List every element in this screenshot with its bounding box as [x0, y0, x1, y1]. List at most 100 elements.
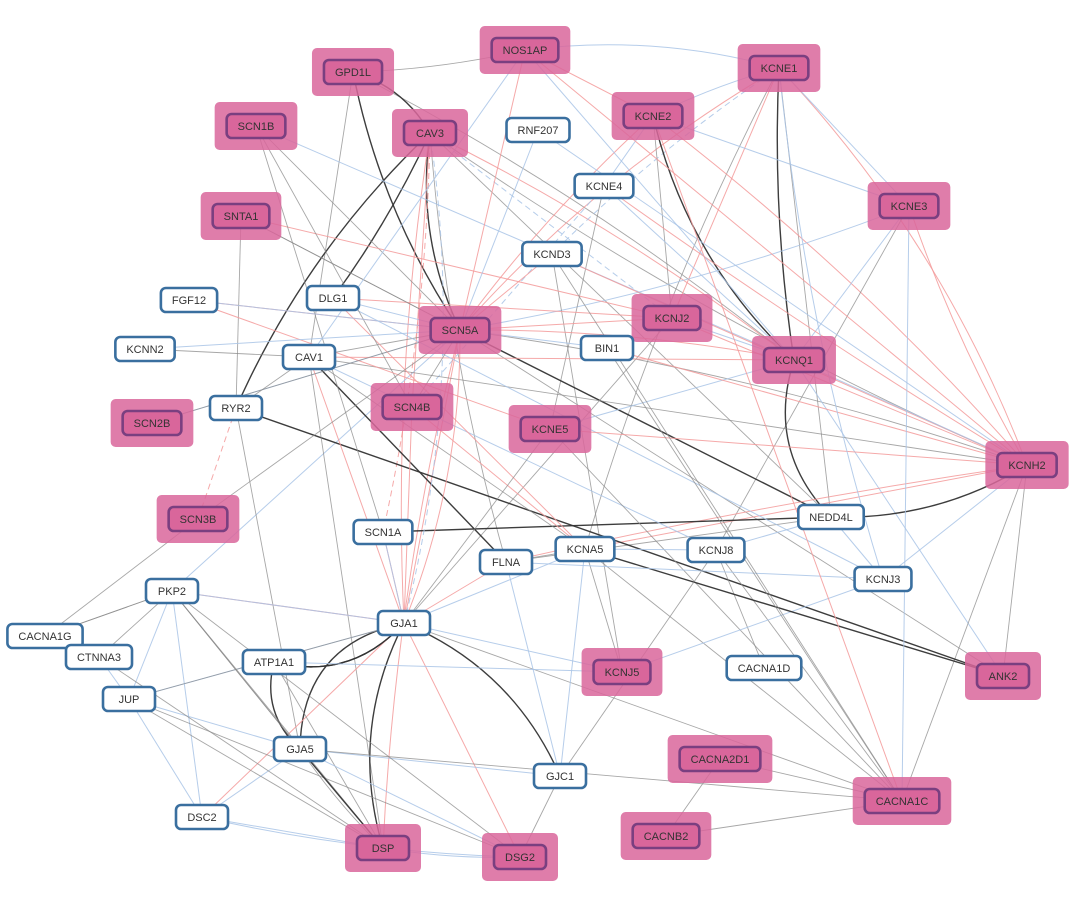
node-ctnna3[interactable]: CTNNA3	[64, 643, 134, 671]
node-kcnd3[interactable]: KCND3	[521, 240, 583, 268]
node-box	[6, 622, 84, 650]
node-box	[402, 119, 458, 147]
node-kcne5[interactable]: KCNE5	[508, 405, 592, 453]
node-kcne2[interactable]: KCNE2	[611, 92, 695, 140]
edge-cav3-ryr2	[234, 132, 431, 410]
edge-kcne2-cacna1c	[652, 115, 904, 802]
edge-pkp2-dsg2	[171, 590, 521, 858]
node-gja5[interactable]: GJA5	[272, 735, 328, 763]
node-atp1a1[interactable]: ATP1A1	[241, 648, 307, 676]
node-kcne3[interactable]: KCNE3	[867, 182, 951, 230]
node-rnf207[interactable]: RNF207	[505, 116, 571, 144]
node-scn2b[interactable]: SCN2B	[110, 399, 194, 447]
node-ryr2[interactable]: RYR2	[208, 394, 264, 422]
node-kcnq1[interactable]: KCNQ1	[752, 336, 836, 384]
node-label: KCNJ2	[655, 313, 690, 325]
edge-snta1-ryr2	[235, 215, 242, 409]
node-kcnn2[interactable]: KCNN2	[114, 335, 176, 363]
edge-rnf207-scn5a	[458, 129, 539, 331]
node-kcna5[interactable]: KCNA5	[554, 535, 616, 563]
node-nedd4l[interactable]: NEDD4L	[796, 503, 866, 531]
node-scn1a[interactable]: SCN1A	[352, 518, 414, 546]
node-nos1ap[interactable]: NOS1AP	[479, 26, 571, 74]
node-dsp[interactable]: DSP	[345, 824, 421, 872]
node-cav3[interactable]: CAV3	[392, 109, 468, 157]
node-jup[interactable]: JUP	[101, 685, 157, 713]
node-kcnh2[interactable]: KCNH2	[985, 441, 1069, 489]
edge-kcnj2-kcnh2	[671, 317, 1028, 467]
edge-dlg1-kcnj3	[332, 297, 884, 580]
edge-kcne1-kcnq1	[776, 67, 799, 362]
node-label: CACNB2	[644, 831, 689, 843]
edge-gja1-gjc1	[403, 622, 562, 778]
edge-kcne4-kcne5	[549, 185, 605, 430]
edge-gja1-cav3	[403, 132, 444, 624]
node-kcnj3[interactable]: KCNJ3	[853, 565, 913, 593]
edge-nos1ap-kcnh2	[524, 49, 1028, 466]
node-flna[interactable]: FLNA	[478, 548, 534, 576]
node-cacna2d1[interactable]: CACNA2D1	[667, 735, 773, 783]
edge-gja1-dsg2	[403, 622, 521, 858]
node-fgf12[interactable]: FGF12	[159, 286, 219, 314]
node-kcnj8[interactable]: KCNJ8	[686, 536, 746, 564]
node-label: PKP2	[158, 586, 186, 598]
edge-gpd1l-scn5a	[352, 71, 461, 332]
edge-gpd1l-kcnq1	[352, 71, 795, 361]
node-box	[622, 102, 684, 130]
edge-kcne4-scn4b	[411, 185, 605, 408]
node-box	[532, 762, 588, 790]
node-box	[996, 451, 1058, 479]
node-label: SCN1B	[238, 121, 275, 133]
node-bin1[interactable]: BIN1	[579, 334, 635, 362]
node-label: KCND3	[533, 249, 570, 261]
edge-kcne4-kcnh2	[603, 185, 1028, 466]
node-dsc2[interactable]: DSC2	[174, 803, 230, 831]
node-box	[492, 843, 548, 871]
node-snta1[interactable]: SNTA1	[200, 192, 282, 240]
node-dlg1[interactable]: DLG1	[305, 284, 361, 312]
node-scn3b[interactable]: SCN3B	[156, 495, 240, 543]
node-label: KCNE2	[635, 111, 672, 123]
node-box	[478, 548, 534, 576]
edge-bin1-kcnh2	[606, 347, 1028, 467]
node-gja1[interactable]: GJA1	[376, 609, 432, 637]
node-scn5a[interactable]: SCN5A	[418, 306, 502, 354]
node-label: KCNE4	[586, 181, 623, 193]
node-ank2[interactable]: ANK2	[965, 652, 1041, 700]
edge-kcnh2-cav1	[308, 356, 1028, 466]
node-label: CACNA2D1	[691, 754, 750, 766]
edge-gpd1l-cav1	[308, 71, 354, 358]
node-label: JUP	[119, 694, 140, 706]
node-box	[381, 393, 443, 421]
edge-kcnh2-cacna1c	[901, 464, 1028, 802]
node-cacna1d[interactable]: CACNA1D	[725, 654, 803, 682]
node-box	[725, 654, 803, 682]
node-cacnb2[interactable]: CACNB2	[620, 812, 712, 860]
edge-jup-dsp	[128, 698, 384, 849]
node-kcnj2[interactable]: KCNJ2	[631, 294, 713, 342]
node-dsg2[interactable]: DSG2	[482, 833, 558, 881]
edge-gja5-gjc1	[299, 748, 561, 780]
edge-kcne2-kcnh2	[652, 115, 1028, 466]
node-cacna1g[interactable]: CACNA1G	[6, 622, 84, 650]
node-scn4b[interactable]: SCN4B	[370, 383, 454, 431]
node-gpd1l[interactable]: GPD1L	[311, 48, 395, 96]
node-label: FGF12	[172, 295, 206, 307]
node-cacna1c[interactable]: CACNA1C	[852, 777, 952, 825]
node-scn1b[interactable]: SCN1B	[214, 102, 298, 150]
edge-kcne5-kcnh2	[549, 428, 1028, 469]
node-gjc1[interactable]: GJC1	[532, 762, 588, 790]
node-label: GJA1	[390, 618, 418, 630]
node-kcne4[interactable]: KCNE4	[573, 172, 635, 200]
node-label: CTNNA3	[77, 652, 121, 664]
node-label: DSP	[372, 843, 395, 855]
node-label: KCNJ3	[866, 574, 901, 586]
node-kcne1[interactable]: KCNE1	[737, 44, 821, 92]
node-kcnj5[interactable]: KCNJ5	[581, 648, 663, 696]
edge-kcne3-cacna1c	[898, 205, 910, 802]
node-cav1[interactable]: CAV1	[281, 343, 337, 371]
node-pkp2[interactable]: PKP2	[144, 577, 200, 605]
node-label: DSG2	[505, 852, 535, 864]
